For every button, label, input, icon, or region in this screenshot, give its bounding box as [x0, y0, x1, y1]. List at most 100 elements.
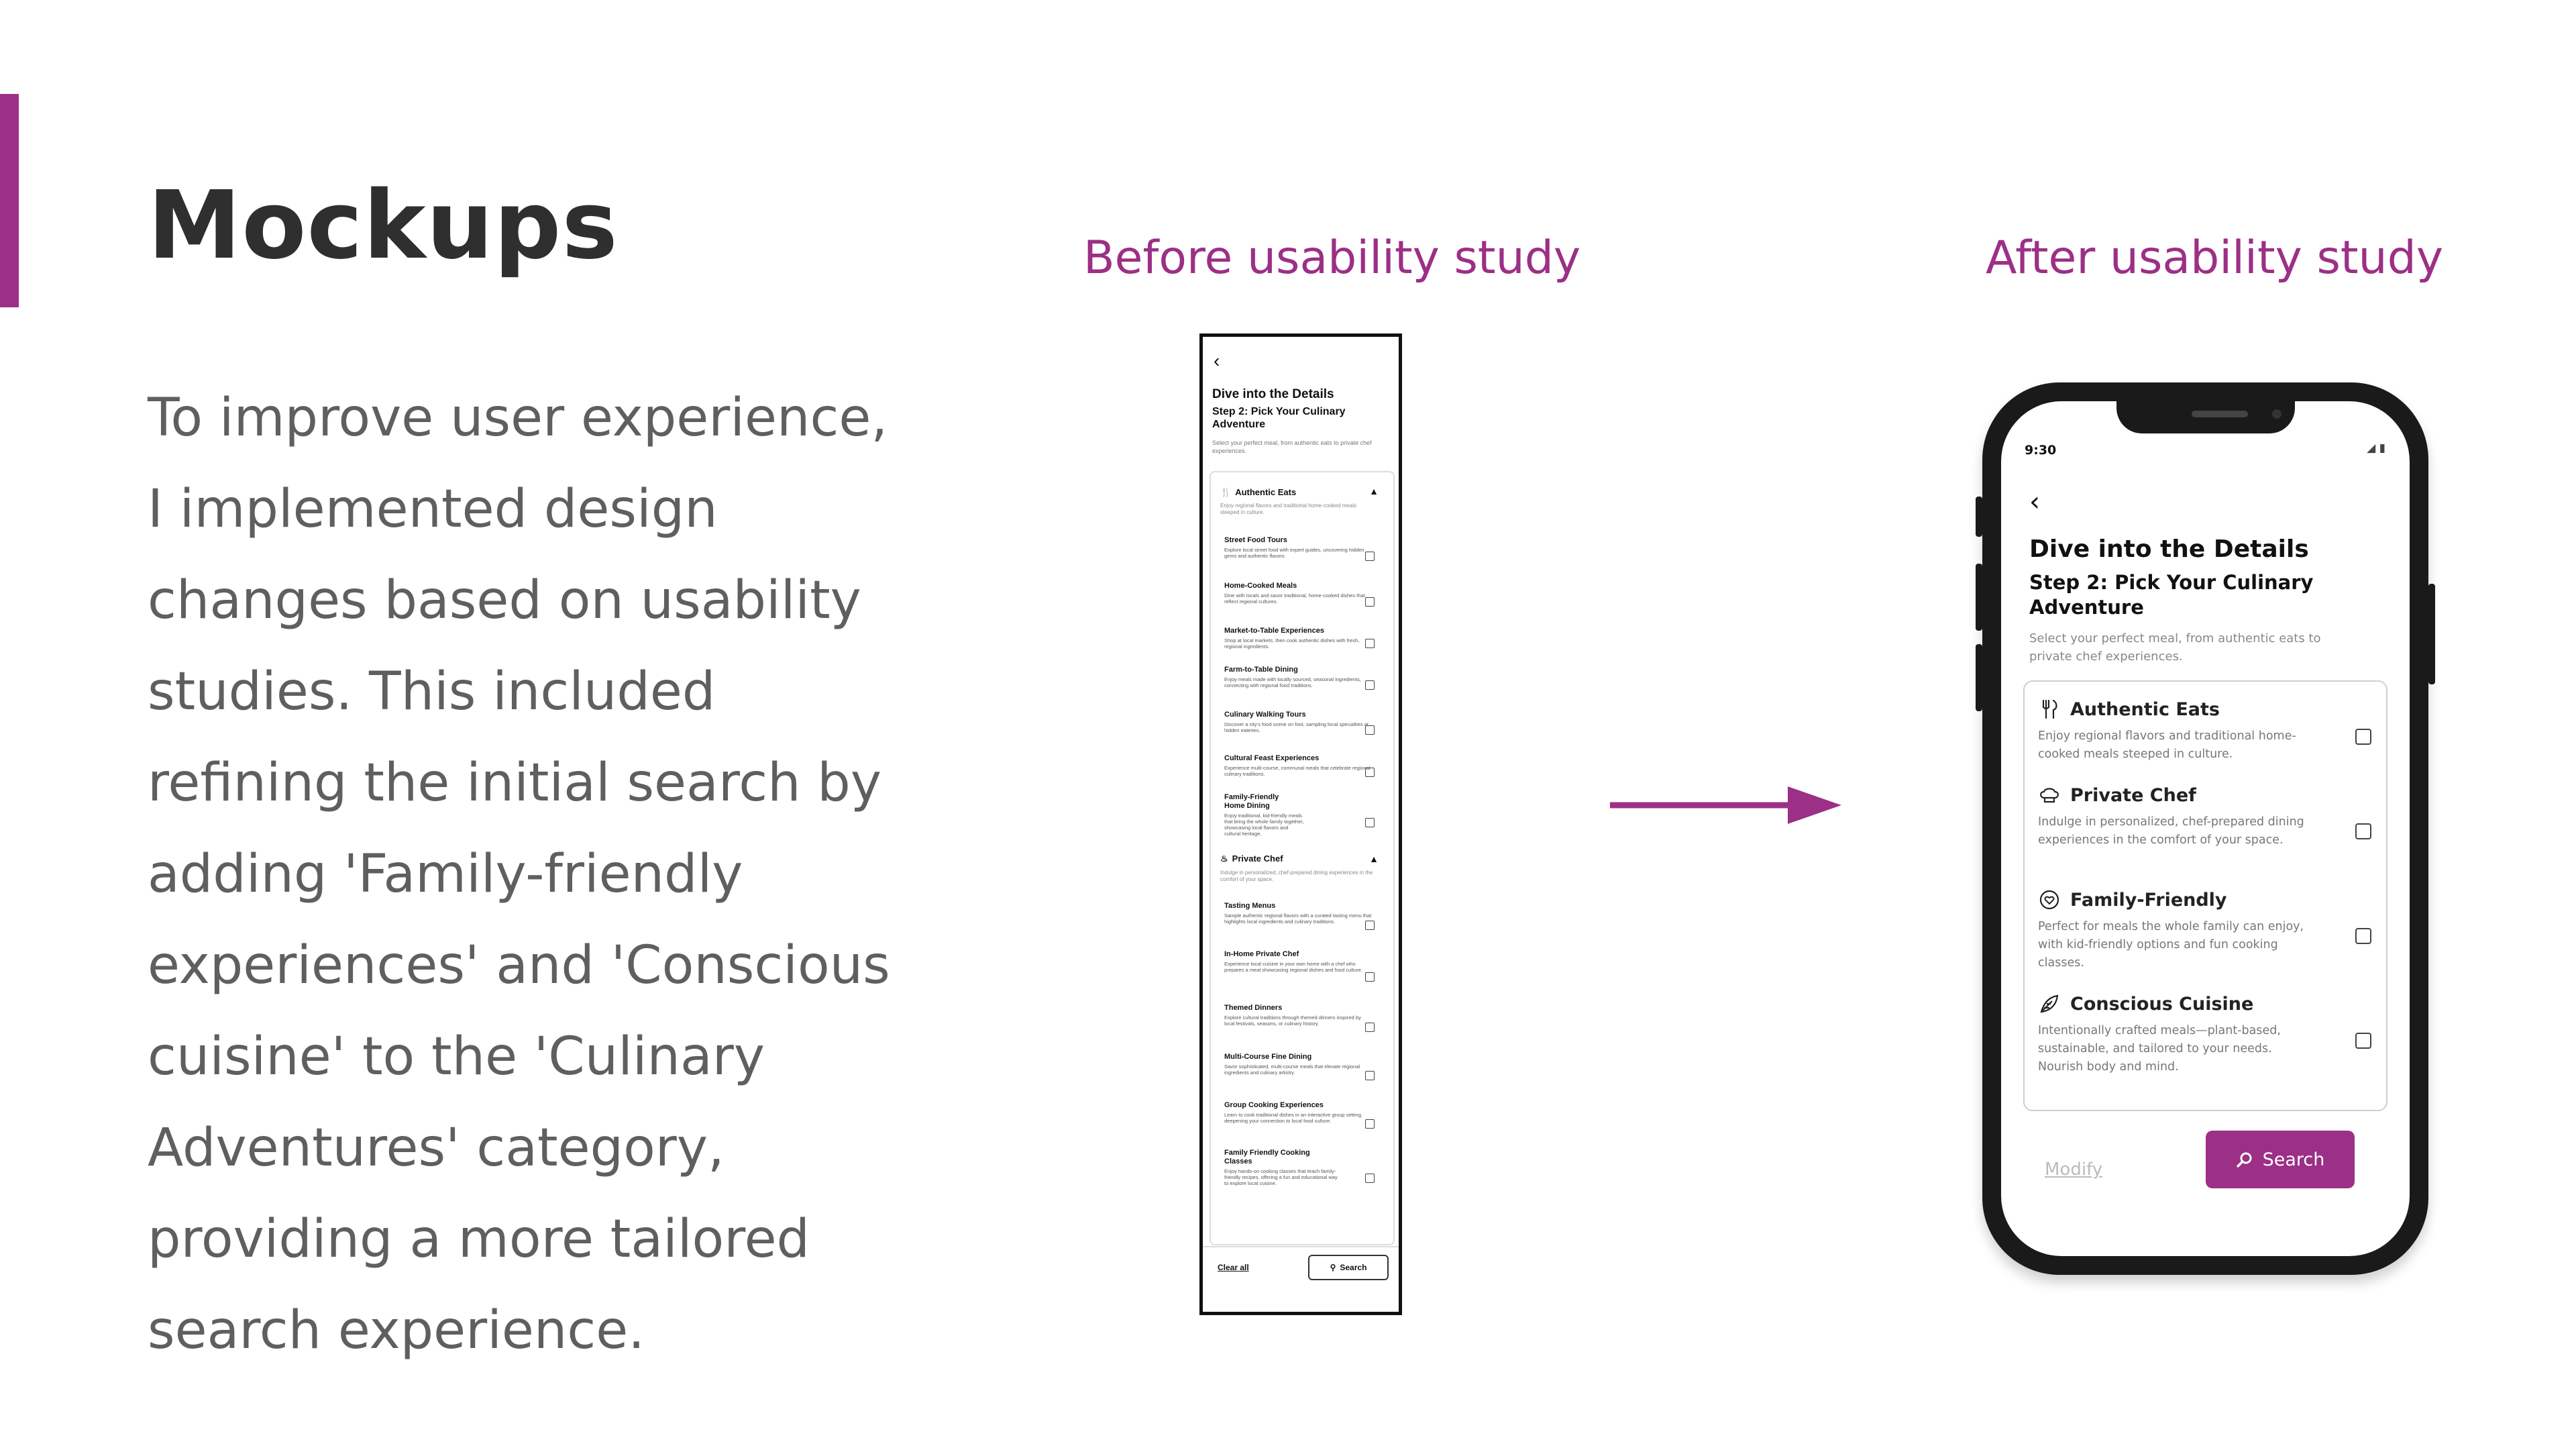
item-desc: Discover a city's food scene on foot, sa…	[1224, 721, 1368, 733]
list-item: Cultural Feast Experiences Experience mu…	[1224, 754, 1372, 777]
item-desc: Enjoy hands-on cooking classes that teac…	[1224, 1168, 1338, 1186]
item-checkbox[interactable]	[1365, 1119, 1375, 1129]
list-item: Home-Cooked Meals Dine with locals and s…	[1224, 582, 1372, 605]
item-title: Market-to-Table Experiences	[1224, 627, 1324, 635]
before-heading: Dive into the Details	[1212, 387, 1334, 401]
heart-icon	[2038, 888, 2061, 911]
item-title: Cultural Feast Experiences	[1224, 754, 1320, 762]
item-checkbox[interactable]	[1365, 972, 1375, 982]
item-title: Street Food Tours	[1224, 536, 1287, 544]
list-item: Market-to-Table Experiences Shop at loca…	[1224, 627, 1372, 650]
search-icon: ⚲	[1330, 1263, 1336, 1272]
item-desc: Experience local cuisine in your own hom…	[1224, 961, 1362, 973]
item-title: Tasting Menus	[1224, 902, 1276, 910]
caption-before: Before usability study	[1083, 231, 1581, 284]
category-authentic-eats[interactable]: 🍴Authentic Eats	[1220, 487, 1296, 498]
option-desc: Perfect for meals the whole family can e…	[2038, 920, 2304, 970]
caret-up-icon[interactable]: ▲	[1369, 486, 1379, 497]
signal-battery-icon: ◢ ▮	[2367, 442, 2385, 455]
item-desc: Shop at local markets, then cook authent…	[1224, 637, 1360, 650]
back-icon[interactable]: ‹	[1214, 350, 1220, 371]
before-options-panel: 🍴Authentic Eats ▲ Enjoy regional flavors…	[1210, 471, 1395, 1245]
item-title: Farm-to-Table Dining	[1224, 666, 1298, 674]
search-label: Search	[1340, 1263, 1367, 1272]
item-checkbox[interactable]	[1365, 921, 1375, 930]
phone-screen: 9:30 ◢ ▮ ‹ Dive into the Details Step 2:…	[2001, 401, 2410, 1256]
item-checkbox[interactable]	[1365, 1174, 1375, 1183]
after-search-button[interactable]: Search	[2206, 1131, 2355, 1188]
list-item: Family Friendly Cooking Classes Enjoy ha…	[1224, 1149, 1338, 1186]
item-desc: Dine with locals and savor traditional, …	[1224, 592, 1365, 605]
item-desc: Learn to cook traditional dishes in an i…	[1224, 1112, 1362, 1124]
item-checkbox[interactable]	[1365, 639, 1375, 648]
item-checkbox[interactable]	[1365, 818, 1375, 827]
item-desc: Explore cultural traditions through them…	[1224, 1015, 1361, 1027]
option-checkbox[interactable]	[2355, 823, 2371, 839]
list-item: In-Home Private Chef Experience local cu…	[1224, 950, 1372, 973]
list-item: Farm-to-Table Dining Enjoy meals made wi…	[1224, 666, 1372, 688]
item-title: Family-Friendly Home Dining	[1224, 793, 1279, 810]
item-desc: Savor sophisticated, multi-course meals …	[1224, 1064, 1360, 1076]
category-desc: Enjoy regional flavors and traditional h…	[1220, 503, 1357, 515]
list-item: Group Cooking Experiences Learn to cook …	[1224, 1101, 1372, 1124]
caption-after: After usability study	[1986, 231, 2444, 284]
phone-side-button	[1976, 564, 1982, 631]
category-title: Authentic Eats	[1235, 487, 1297, 497]
list-item: Street Food Tours Explore local street f…	[1224, 536, 1372, 559]
item-title: In-Home Private Chef	[1224, 950, 1299, 958]
before-search-button[interactable]: ⚲ Search	[1308, 1255, 1389, 1280]
item-desc: Enjoy traditional, kid-friendly meals th…	[1224, 813, 1304, 837]
item-title: Family Friendly Cooking Classes	[1224, 1149, 1310, 1166]
search-icon	[2236, 1152, 2252, 1168]
back-icon[interactable]: ‹	[2029, 486, 2040, 517]
clear-all-link[interactable]: Clear all	[1218, 1263, 1249, 1272]
camera	[2272, 409, 2282, 419]
status-time: 9:30	[2025, 443, 2057, 458]
item-checkbox[interactable]	[1365, 552, 1375, 561]
after-subheading: Step 2: Pick Your Culinary Adventure	[2029, 571, 2314, 619]
item-checkbox[interactable]	[1365, 1071, 1375, 1080]
utensils-icon	[2038, 698, 2061, 721]
option-title: Private Chef	[2070, 784, 2196, 806]
phone-side-button	[2428, 584, 2435, 684]
option-private-chef[interactable]: Private Chef Indulge in personalized, ch…	[2038, 784, 2373, 849]
caret-up-icon[interactable]: ▲	[1369, 853, 1379, 864]
option-title: Family-Friendly	[2070, 889, 2227, 911]
before-intro: Select your perfect meal, from authentic…	[1212, 439, 1372, 454]
before-subheading: Step 2: Pick Your Culinary Adventure	[1212, 406, 1346, 430]
leaf-icon	[2038, 992, 2061, 1015]
after-heading: Dive into the Details	[2029, 535, 2309, 563]
item-checkbox[interactable]	[1365, 597, 1375, 607]
option-checkbox[interactable]	[2355, 1033, 2371, 1049]
option-checkbox[interactable]	[2355, 729, 2371, 745]
item-title: Multi-Course Fine Dining	[1224, 1053, 1312, 1061]
item-desc: Explore local street food with expert gu…	[1224, 547, 1364, 559]
option-desc: Intentionally crafted meals—plant-based,…	[2038, 1024, 2281, 1074]
utensils-icon: 🍴	[1220, 487, 1232, 497]
modify-link[interactable]: Modify	[2045, 1159, 2103, 1180]
item-title: Culinary Walking Tours	[1224, 711, 1306, 719]
list-item: Themed Dinners Explore cultural traditio…	[1224, 1004, 1372, 1027]
phone-side-button	[1976, 644, 1982, 711]
option-family-friendly[interactable]: Family-Friendly Perfect for meals the wh…	[2038, 888, 2373, 972]
option-conscious-cuisine[interactable]: Conscious Cuisine Intentionally crafted …	[2038, 992, 2373, 1076]
item-desc: Experience multi-course, communal meals …	[1224, 765, 1371, 777]
chef-hat-icon: ♨	[1220, 853, 1228, 864]
item-checkbox[interactable]	[1365, 1023, 1375, 1032]
list-item: Tasting Menus Sample authentic regional …	[1224, 902, 1372, 925]
option-authentic-eats[interactable]: Authentic Eats Enjoy regional flavors an…	[2038, 698, 2373, 764]
item-title: Group Cooking Experiences	[1224, 1101, 1324, 1109]
item-desc: Sample authentic regional flavors with a…	[1224, 913, 1372, 925]
option-title: Authentic Eats	[2070, 698, 2220, 720]
options-card: Authentic Eats Enjoy regional flavors an…	[2023, 680, 2387, 1111]
item-checkbox[interactable]	[1365, 768, 1375, 777]
accent-bar	[0, 94, 19, 307]
category-private-chef[interactable]: ♨ Private Chef	[1220, 853, 1283, 864]
category-title: Private Chef	[1232, 853, 1283, 864]
slide-title: Mockups	[148, 171, 619, 280]
before-mockup: ‹ Dive into the Details Step 2: Pick You…	[1199, 333, 1402, 1315]
speaker	[2192, 411, 2248, 417]
item-checkbox[interactable]	[1365, 725, 1375, 735]
item-checkbox[interactable]	[1365, 680, 1375, 690]
option-checkbox[interactable]	[2355, 928, 2371, 944]
